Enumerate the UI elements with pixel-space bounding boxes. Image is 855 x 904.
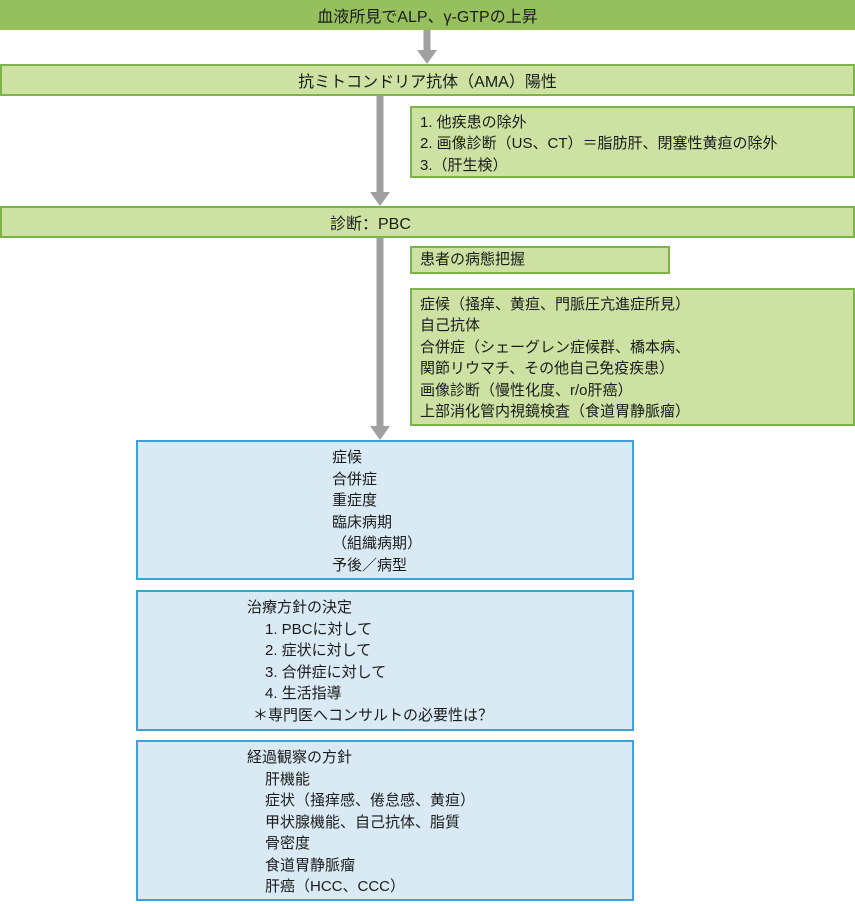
staging-item: 予後／病型 [332, 556, 408, 574]
assessment-item: 症候（掻痒、黄疸、門脈圧亢進症所見） [420, 296, 691, 313]
followup-item: 骨密度 [265, 835, 311, 852]
assessment-item: 上部消化管内視鏡検査（食道胃静脈瘤） [420, 403, 691, 421]
arrow-shaft [376, 96, 384, 193]
exclusion-step: 1. 他疾患の除外 [420, 114, 527, 131]
treatment-item: 2. 症状に対して [265, 642, 372, 659]
followup-item: 症状（掻痒感、倦怠感、黄疸） [265, 792, 476, 809]
arrow-head [417, 50, 437, 64]
staging-item: 重症度 [332, 492, 378, 510]
assessment-item: 関節リウマチ、その他自己免疫疾患） [420, 360, 675, 378]
staging-item: 臨床病期 [332, 513, 393, 531]
step-blood-findings-bar: 血液所見でALP、γ-GTPの上昇 [0, 0, 855, 30]
arrow-shaft [376, 238, 384, 427]
step-diagnosis-pbc-bar: 診断：PBC [0, 206, 855, 238]
arrow-shaft [423, 30, 431, 51]
step-ama-positive-bar: 抗ミトコンドリア抗体（AMA）陽性 [0, 64, 855, 96]
arrow-down-icon [370, 238, 390, 440]
arrow-down-icon [417, 30, 437, 64]
staging-item: （組織病期） [332, 535, 423, 553]
treatment-item: 1. PBCに対して [265, 620, 373, 638]
treatment-note: ＊専門医へコンサルトの必要性は？ [253, 706, 494, 724]
patient-assessment-title: 患者の病態把握 [420, 251, 526, 268]
followup-item: 甲状腺機能、自己抗体、脂質 [265, 813, 461, 831]
arrow-head [370, 192, 390, 206]
assessment-item: 合併症（シェーグレン症候群、橋本病、 [420, 338, 691, 356]
step-ama-positive-label: 抗ミトコンドリア抗体（AMA）陽性 [298, 74, 557, 91]
treatment-item: 4. 生活指導 [265, 685, 342, 702]
assessment-item: 自己抗体 [420, 317, 481, 335]
assessment-item: 画像診断（慢性化度、r/o肝癌） [420, 381, 633, 399]
followup-policy-title: 経過観察の方針 [247, 749, 353, 766]
treatment-policy-box: 治療方針の決定 1. PBCに対して 2. 症状に対して 3. 合併症に対して … [136, 590, 634, 731]
exclusion-step: 2. 画像診断（US、CT）＝脂肪肝、閉塞性黄疸の除外 [420, 135, 778, 153]
patient-assessment-box: 症候（掻痒、黄疸、門脈圧亢進症所見） 自己抗体 合併症（シェーグレン症候群、橋本… [410, 288, 855, 426]
staging-item: 症候 [332, 449, 363, 466]
step-blood-findings-label: 血液所見でALP、γ-GTPの上昇 [317, 9, 538, 26]
arrow-down-icon [370, 96, 390, 206]
exclusion-steps-box: 1. 他疾患の除外 2. 画像診断（US、CT）＝脂肪肝、閉塞性黄疸の除外 3.… [410, 106, 855, 178]
step-diagnosis-pbc-label: 診断：PBC [330, 216, 411, 233]
treatment-item: 3. 合併症に対して [265, 663, 387, 681]
followup-item: 肝癌（HCC、CCC） [265, 878, 405, 895]
staging-item: 合併症 [332, 470, 378, 488]
treatment-policy-title: 治療方針の決定 [247, 599, 353, 616]
followup-item: 肝機能 [265, 770, 311, 788]
arrow-head [370, 426, 390, 440]
exclusion-step: 3.（肝生検） [420, 156, 508, 174]
followup-item: 食道胃静脈瘤 [265, 856, 356, 874]
followup-policy-box: 経過観察の方針 肝機能 症状（掻痒感、倦怠感、黄疸） 甲状腺機能、自己抗体、脂質… [136, 740, 634, 901]
patient-assessment-title-box: 患者の病態把握 [410, 246, 670, 274]
staging-box: 症候 合併症 重症度 臨床病期 （組織病期） 予後／病型 [136, 440, 634, 580]
